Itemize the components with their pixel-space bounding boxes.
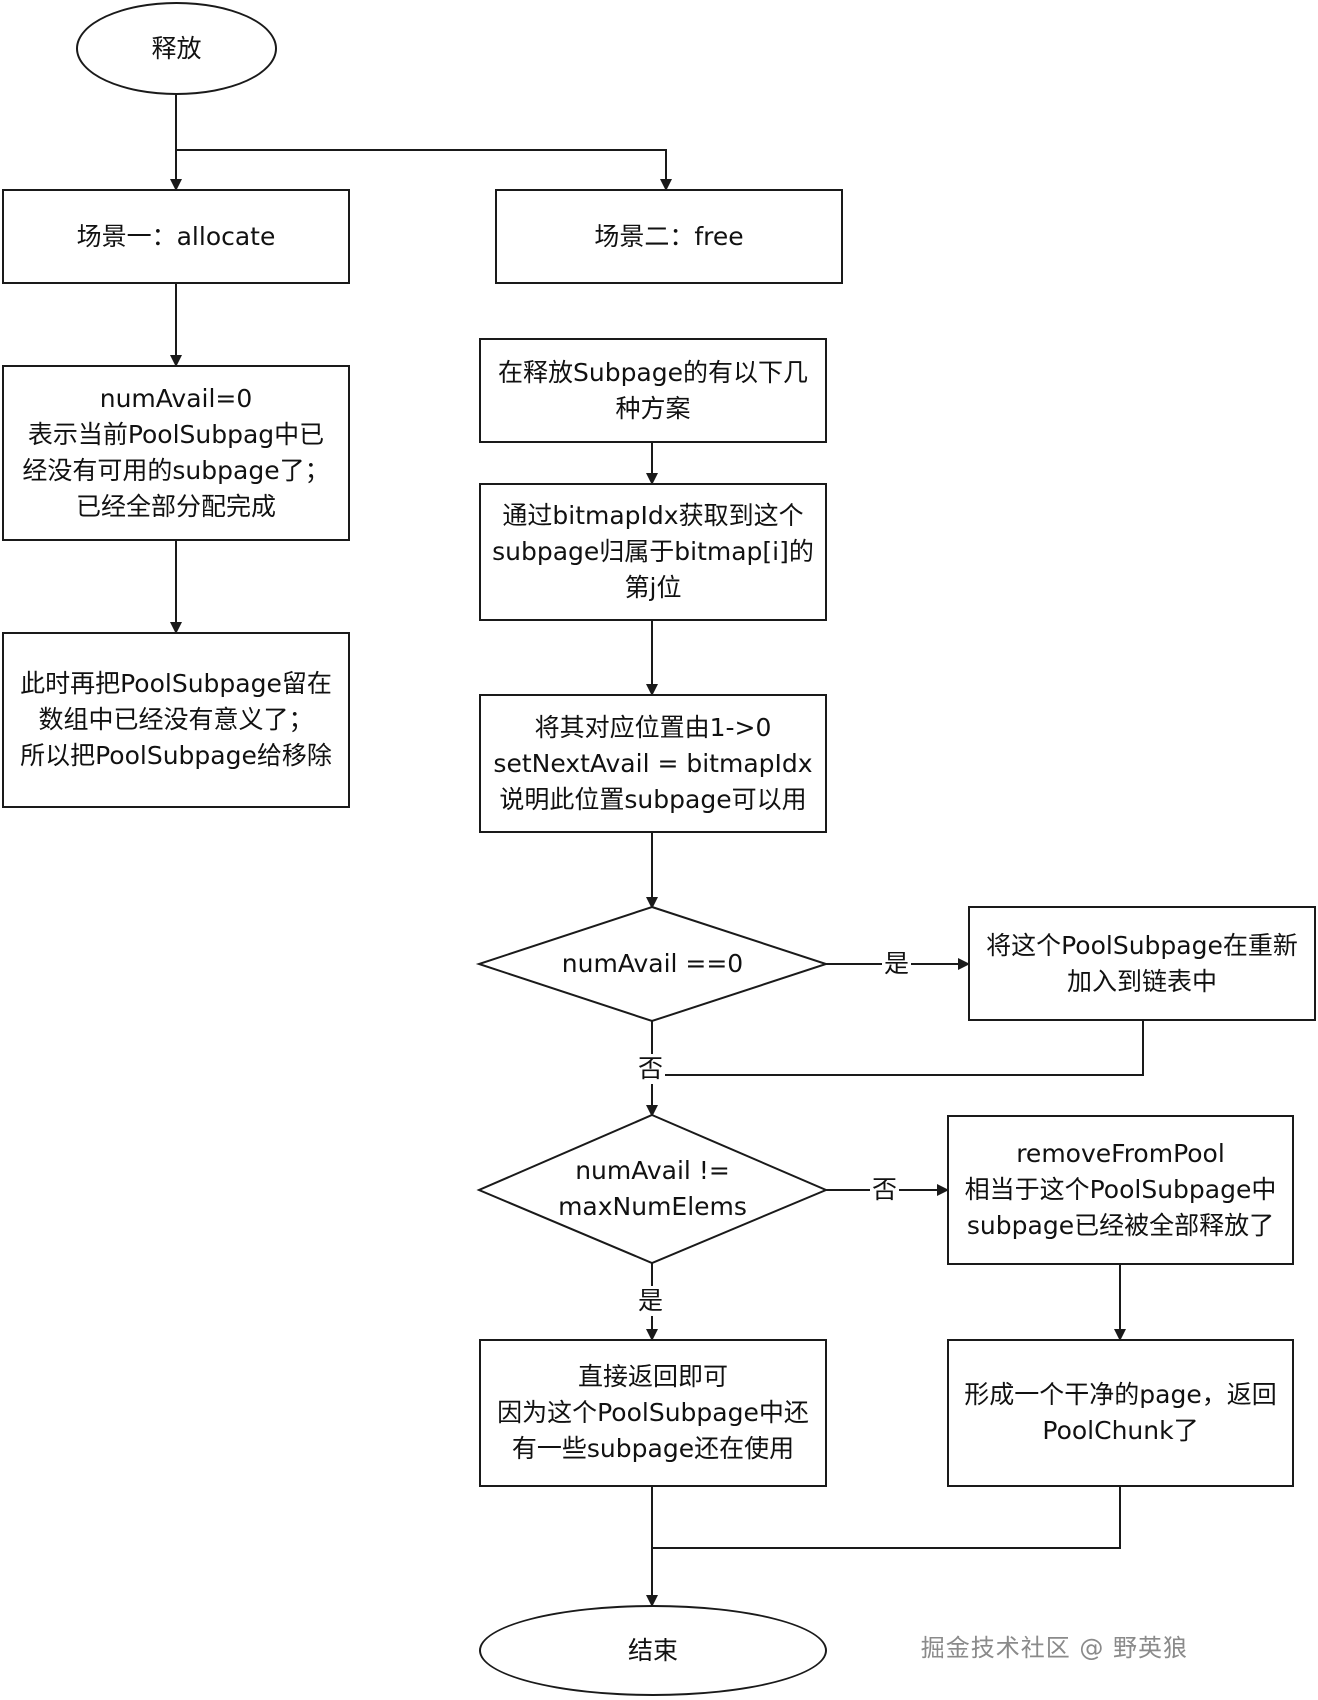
clean-page-line-2: PoolChunk了	[1042, 1416, 1199, 1445]
watermark: 掘金技术社区 @ 野英狼	[920, 1634, 1188, 1662]
remove-from-pool-line-2: 相当于这个PoolSubpage中	[964, 1175, 1277, 1204]
return-direct-line-1: 直接返回即可	[577, 1362, 728, 1391]
free-locate-line-1: 通过bitmapIdx获取到这个	[502, 501, 804, 530]
scenario2-box: 场景二：free	[495, 189, 843, 284]
readd-box: 将这个PoolSubpage在重新 加入到链表中	[968, 906, 1316, 1021]
free-options-line-1: 在释放Subpage的有以下几	[497, 357, 809, 387]
remove-from-pool-line-1: removeFromPool	[1016, 1139, 1225, 1168]
decision1-label-wrap: numAvail ==0	[479, 907, 826, 1021]
free-options-line-2: 种方案	[615, 393, 691, 423]
clean-page-line-1: 形成一个干净的page，返回	[964, 1380, 1277, 1409]
decision2-yes-label: 是	[636, 1286, 666, 1316]
decision2-line-2: maxNumElems	[558, 1192, 747, 1221]
readd-line-1: 将这个PoolSubpage在重新	[986, 930, 1298, 960]
decision2-label-wrap: numAvail != maxNumElems	[479, 1115, 826, 1263]
decision1-shape	[475, 905, 830, 1023]
start-node: 释放	[76, 2, 277, 95]
free-set-line-2: setNextAvail = bitmapIdx	[493, 748, 813, 778]
decision1-label: numAvail ==0	[561, 949, 744, 978]
alloc-remove-line-3: 所以把PoolSubpage给移除	[20, 741, 332, 770]
edge-clean-merge	[652, 1487, 1121, 1549]
alloc-empty-line-1: numAvail=0	[99, 384, 253, 413]
decision2-line-1: numAvail !=	[575, 1156, 730, 1185]
free-set-line-3: 说明此位置subpage可以用	[499, 784, 807, 814]
edge-start-scenario2	[176, 149, 672, 191]
free-options-box: 在释放Subpage的有以下几 种方案	[479, 338, 827, 443]
readd-line-2: 加入到链表中	[1066, 966, 1217, 996]
alloc-empty-line-3: 经没有可用的subpage了；	[22, 456, 330, 485]
end-node: 结束	[479, 1605, 827, 1696]
free-set-box: 将其对应位置由1->0 setNextAvail = bitmapIdx 说明此…	[479, 694, 827, 833]
clean-page-box: 形成一个干净的page，返回 PoolChunk了	[947, 1339, 1294, 1487]
return-direct-line-2: 因为这个PoolSubpage中还	[497, 1398, 809, 1427]
scenario2-label: 场景二：free	[594, 221, 744, 251]
free-set-line-1: 将其对应位置由1->0	[534, 712, 772, 742]
alloc-empty-box: numAvail=0 表示当前PoolSubpag中已 经没有可用的subpag…	[2, 365, 350, 541]
edge-readd-merge	[652, 1021, 1144, 1076]
decision1-yes-label: 是	[882, 949, 912, 979]
free-locate-box: 通过bitmapIdx获取到这个 subpage归属于bitmap[i]的 第j…	[479, 483, 827, 621]
return-direct-box: 直接返回即可 因为这个PoolSubpage中还 有一些subpage还在使用	[479, 1339, 827, 1487]
decision2-shape	[476, 1113, 829, 1265]
scenario1-label: 场景一：allocate	[76, 221, 276, 251]
free-locate-line-3: 第j位	[624, 573, 682, 602]
decision1-no-label: 否	[636, 1054, 666, 1084]
end-label: 结束	[627, 1635, 678, 1665]
alloc-empty-line-2: 表示当前PoolSubpag中已	[27, 420, 325, 449]
start-label: 释放	[151, 33, 202, 63]
alloc-remove-line-1: 此时再把PoolSubpage留在	[20, 669, 332, 698]
alloc-empty-line-4: 已经全部分配完成	[75, 492, 276, 521]
alloc-remove-box: 此时再把PoolSubpage留在 数组中已经没有意义了； 所以把PoolSub…	[2, 632, 350, 808]
free-locate-line-2: subpage归属于bitmap[i]的	[492, 537, 814, 566]
alloc-remove-line-2: 数组中已经没有意义了；	[38, 705, 314, 734]
return-direct-line-3: 有一些subpage还在使用	[511, 1434, 795, 1463]
scenario1-box: 场景一：allocate	[2, 189, 350, 284]
remove-from-pool-line-3: subpage已经被全部释放了	[966, 1211, 1275, 1240]
remove-from-pool-box: removeFromPool 相当于这个PoolSubpage中 subpage…	[947, 1115, 1294, 1265]
decision2-no-label: 否	[870, 1175, 900, 1205]
